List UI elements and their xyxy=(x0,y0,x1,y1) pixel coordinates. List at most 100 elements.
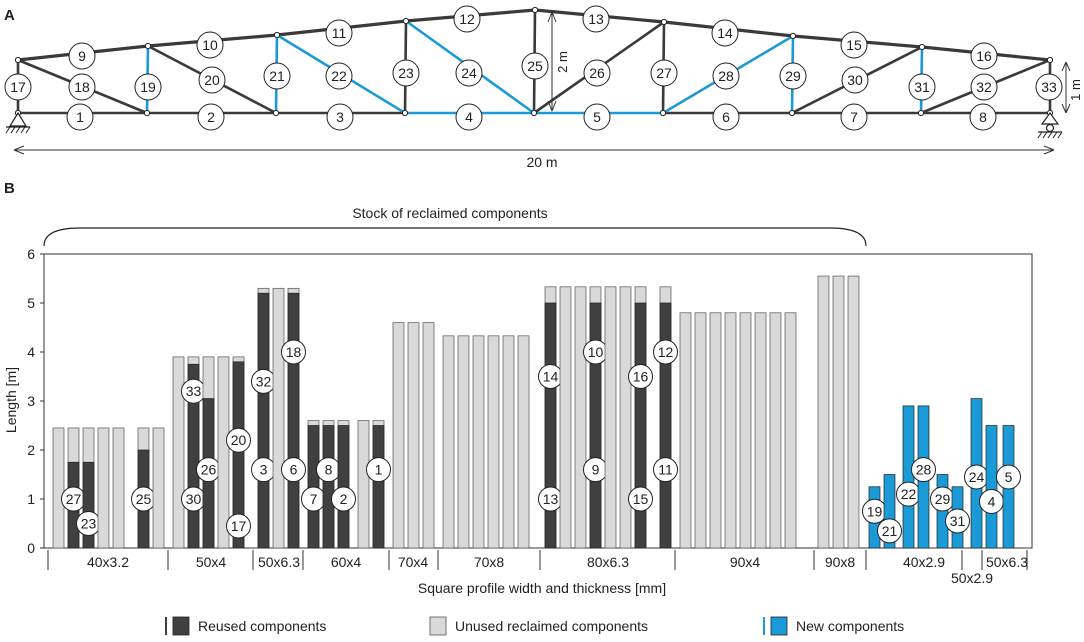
bar-label-29: 29 xyxy=(930,486,955,512)
truss-node xyxy=(660,18,668,26)
bar-label-5: 5 xyxy=(996,464,1021,490)
legend: Reused components Unused reclaimed compo… xyxy=(165,616,904,636)
bar-label-7: 7 xyxy=(301,486,326,512)
bar-reused xyxy=(257,292,270,549)
stock-brace xyxy=(43,227,867,247)
bar-label-2-text: 2 xyxy=(340,491,348,507)
member-label-25-circle xyxy=(521,52,549,80)
x-group-label: 50x6.3 xyxy=(986,554,1028,570)
member-label-7: 7 xyxy=(840,103,868,131)
member-label-23-circle xyxy=(392,59,420,87)
reclaimed-bar-39 xyxy=(694,312,707,549)
bar-new xyxy=(902,405,915,549)
member-label-11-text: 11 xyxy=(332,25,347,41)
legend-unused-swatch xyxy=(429,616,447,636)
member-label-1-circle xyxy=(66,103,94,131)
legend-reused-swatch xyxy=(172,616,190,636)
bar-label-28-circle xyxy=(911,457,936,483)
member-label-32-text: 32 xyxy=(976,79,992,95)
bar-label-16-circle xyxy=(628,364,653,389)
x-group-label: 60x4 xyxy=(331,554,362,570)
new-bar-7: 24 xyxy=(964,398,989,549)
bar-label-18-circle xyxy=(281,339,306,365)
member-label-3-text: 3 xyxy=(336,109,344,125)
bar-label-28-text: 28 xyxy=(916,462,932,478)
bar-label-5-text: 5 xyxy=(1005,469,1013,485)
member-label-8-text: 8 xyxy=(979,109,987,125)
member-label-18: 18 xyxy=(68,73,96,101)
reclaimed-bar-32 xyxy=(574,286,587,549)
roller-support-hatch xyxy=(1047,131,1053,139)
member-label-13-circle xyxy=(582,5,610,33)
reclaimed-bar-1 xyxy=(52,427,65,549)
x-group-label: 40x3.2 xyxy=(87,554,129,570)
member-label-33-text: 33 xyxy=(1041,79,1057,95)
bar-label-4-text: 4 xyxy=(988,493,996,509)
y-tick-label: 2 xyxy=(27,442,35,458)
truss-node xyxy=(144,42,152,50)
member-label-28: 28 xyxy=(712,62,740,90)
member-label-30-text: 30 xyxy=(847,72,863,88)
bar-unused-stock xyxy=(574,286,587,549)
bar-label-31: 31 xyxy=(945,508,970,534)
mid-height-arrows xyxy=(547,11,557,112)
x-group-label: 70x8 xyxy=(474,554,505,570)
member-label-21-circle xyxy=(263,62,291,90)
member-label-16: 16 xyxy=(970,42,998,70)
member-label-22-text: 22 xyxy=(331,68,347,84)
member-label-3: 3 xyxy=(326,103,354,131)
bar-label-6-circle xyxy=(281,457,306,483)
member-label-10: 10 xyxy=(196,31,224,59)
member-label-31: 31 xyxy=(908,73,936,101)
member-label-2-circle xyxy=(197,103,225,131)
member-label-17-circle xyxy=(4,73,32,101)
member-label-20-text: 20 xyxy=(204,72,220,88)
member-label-17-text: 17 xyxy=(10,79,26,95)
bar-label-9: 9 xyxy=(583,457,608,483)
member-label-14-text: 14 xyxy=(717,25,733,41)
bar-label-11-text: 11 xyxy=(658,462,673,478)
reclaimed-bar-13: 323 xyxy=(251,287,276,549)
bar-unused-stock xyxy=(709,312,722,549)
bar-unused-stock xyxy=(619,286,632,549)
member-label-13-text: 13 xyxy=(588,11,604,27)
reclaimed-bar-43 xyxy=(754,312,767,549)
bar-label-10-text: 10 xyxy=(588,344,604,360)
bar-unused-stock xyxy=(112,427,125,549)
truss-node xyxy=(273,31,281,39)
span-dimension-arrows xyxy=(13,145,1055,155)
bar-label-30-text: 30 xyxy=(186,491,202,507)
truss-node xyxy=(402,17,410,25)
pin-support-triangle xyxy=(8,111,28,127)
member-label-1: 1 xyxy=(66,103,94,131)
truss-node xyxy=(14,56,22,64)
member-label-15-text: 15 xyxy=(846,37,862,53)
bar-label-25-text: 25 xyxy=(136,491,152,507)
bar-label-26-text: 26 xyxy=(201,462,217,478)
bar-unused-stock xyxy=(502,335,515,549)
bar-label-9-text: 9 xyxy=(592,462,600,478)
reclaimed-bar-24 xyxy=(442,335,455,549)
member-label-14-circle xyxy=(711,19,739,47)
member-label-6-circle xyxy=(712,103,740,131)
reclaimed-bar-7 xyxy=(152,427,165,549)
bar-new xyxy=(883,474,896,549)
reclaimed-bar-46 xyxy=(817,275,830,549)
reclaimed-bar-33: 10 9 xyxy=(583,286,608,549)
truss-dimensions: 20 m 2 m 1 m xyxy=(13,11,1083,170)
roller-support xyxy=(1037,111,1063,139)
x-group-label: 80x6.3 xyxy=(587,554,629,570)
bar-label-21-text: 21 xyxy=(882,523,898,539)
member-label-2: 2 xyxy=(197,103,225,131)
member-label-14: 14 xyxy=(711,19,739,47)
bar-label-23: 23 xyxy=(76,511,101,536)
bar-unused-stock xyxy=(172,356,185,549)
bar-unused-stock xyxy=(407,322,420,549)
x-group-label: 70x4 xyxy=(398,554,429,570)
y-tick-label: 3 xyxy=(27,393,35,409)
member-label-32: 32 xyxy=(970,73,998,101)
new-bar-9: 5 xyxy=(996,425,1021,549)
bar-label-2: 2 xyxy=(331,486,356,512)
legend-new-label: New components xyxy=(796,618,904,634)
bar-unused-stock xyxy=(559,286,572,549)
